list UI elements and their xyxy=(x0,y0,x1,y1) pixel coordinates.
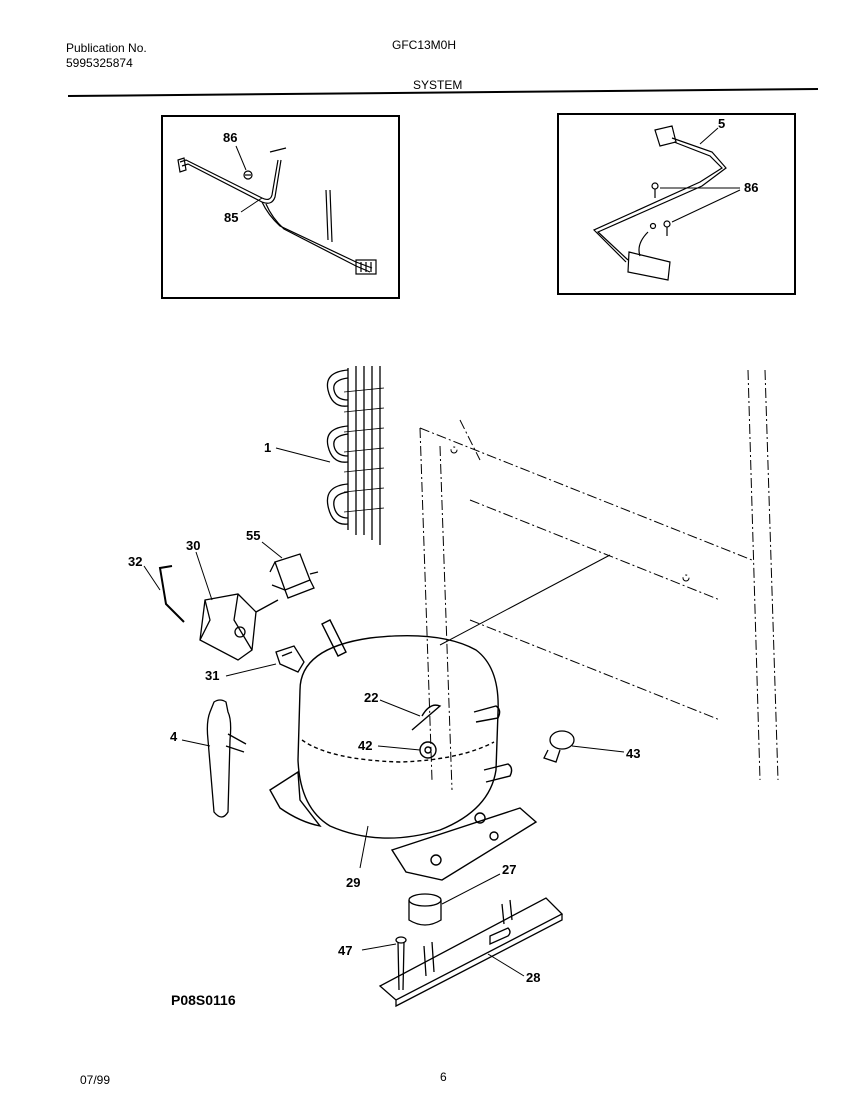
leader-43 xyxy=(571,745,625,753)
callout-30: 30 xyxy=(186,538,200,553)
model-number: GFC13M0H xyxy=(392,38,457,52)
leader-22 xyxy=(379,699,421,717)
screw-47 xyxy=(395,936,407,991)
publication-label: Publication No. xyxy=(66,41,147,55)
leader-30 xyxy=(195,551,213,601)
leader-85 xyxy=(240,197,263,213)
callout-42: 42 xyxy=(358,738,372,753)
publication-number: 5995325874 xyxy=(66,56,133,70)
cabinet-outline xyxy=(419,369,779,791)
callout-32: 32 xyxy=(128,554,142,569)
callout-47: 47 xyxy=(338,943,352,958)
power-cord-5 xyxy=(592,125,727,281)
page-number: 6 xyxy=(440,1070,447,1084)
leader-4 xyxy=(181,739,211,747)
leader-47 xyxy=(361,943,397,951)
drawing-id: P08S0116 xyxy=(171,992,236,1008)
leader-27 xyxy=(441,873,501,905)
callout-86-left: 86 xyxy=(223,130,237,145)
screws-86-right xyxy=(649,182,671,236)
inset-left-frame xyxy=(161,115,400,299)
cover-31 xyxy=(275,645,305,673)
base-rail-28 xyxy=(378,897,564,1008)
leader-1 xyxy=(275,447,331,463)
callout-86-right: 86 xyxy=(744,180,758,195)
callout-27: 27 xyxy=(502,862,516,877)
header-rule xyxy=(67,88,819,97)
leader-86-left xyxy=(235,145,247,171)
inset-left: 86 85 xyxy=(161,115,400,299)
cabinet-edge xyxy=(439,554,611,646)
grommet-27 xyxy=(408,893,442,926)
callout-29: 29 xyxy=(346,875,360,890)
compressor-29 xyxy=(269,619,538,881)
callout-31: 31 xyxy=(205,668,219,683)
condenser-coil xyxy=(326,366,385,545)
callout-85: 85 xyxy=(224,210,238,225)
relay-55 xyxy=(269,553,319,599)
screw-86-left xyxy=(243,170,253,180)
overload-30 xyxy=(199,593,279,661)
clip-43 xyxy=(543,730,575,763)
leader-29 xyxy=(359,825,369,869)
callout-1: 1 xyxy=(264,440,271,455)
leader-42 xyxy=(377,745,421,751)
inset-right: 5 86 xyxy=(557,113,796,295)
leader-32 xyxy=(143,565,161,591)
clip-32 xyxy=(158,565,185,623)
leader-55 xyxy=(261,541,283,559)
leader-28 xyxy=(487,953,525,977)
wiring-harness-85 xyxy=(177,147,377,275)
callout-28: 28 xyxy=(526,970,540,985)
leader-5 xyxy=(699,127,719,145)
callout-4: 4 xyxy=(170,729,178,744)
leader-86-right-b xyxy=(671,189,741,223)
footer-date: 07/99 xyxy=(80,1073,111,1087)
callout-22: 22 xyxy=(364,690,378,705)
callout-5: 5 xyxy=(718,116,725,131)
drier-4 xyxy=(206,699,247,818)
callout-55: 55 xyxy=(246,528,260,543)
section-title: SYSTEM xyxy=(413,78,463,92)
inset-right-frame xyxy=(557,113,796,295)
leader-31 xyxy=(225,663,277,677)
callout-43: 43 xyxy=(626,746,640,761)
